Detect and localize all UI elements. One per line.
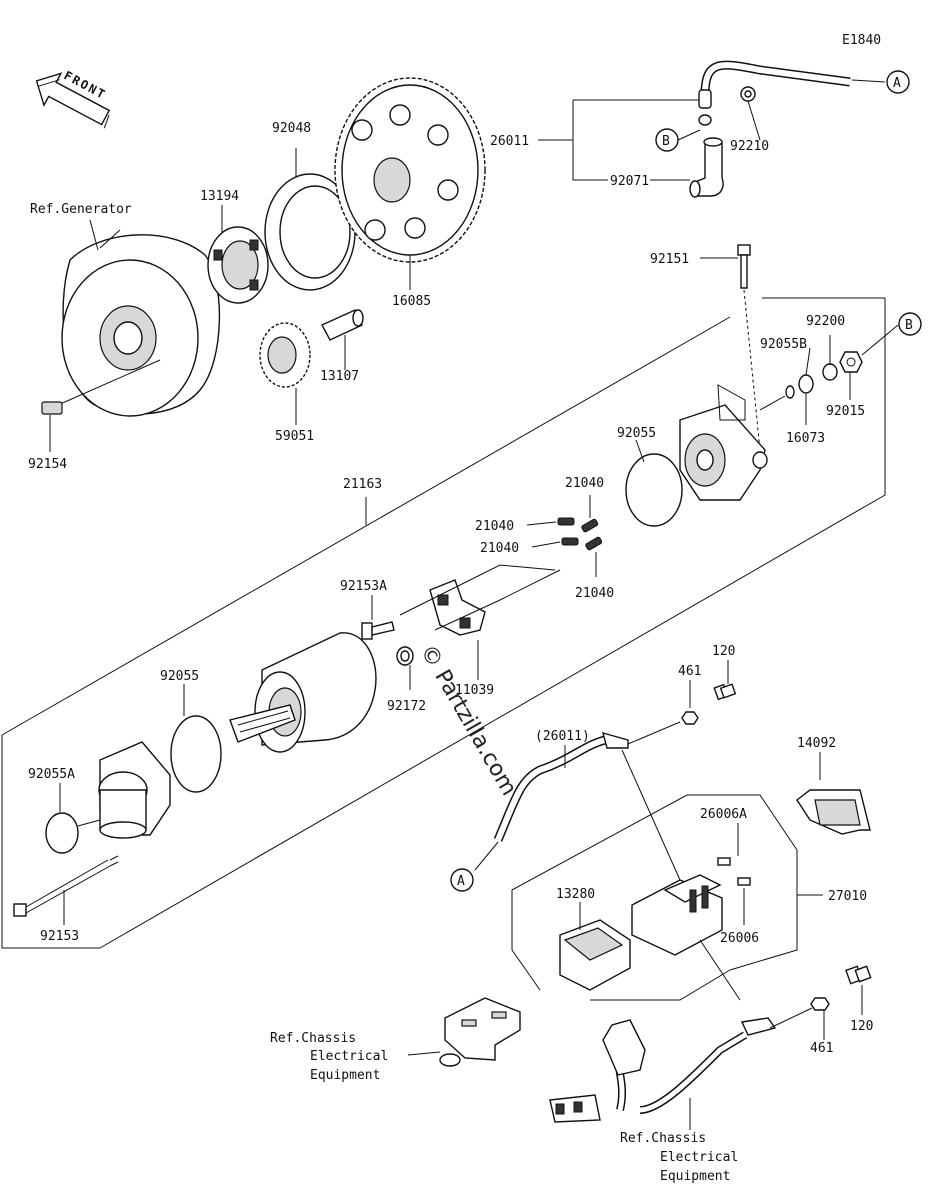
ref-chassis-left-line2: Electrical xyxy=(310,1049,388,1064)
bolt-92151 xyxy=(737,244,751,289)
part-label-13107: 13107 xyxy=(320,369,359,384)
svg-text:B: B xyxy=(662,134,670,149)
part-label-59051: 59051 xyxy=(275,429,314,444)
part-label-92055B: 92055B xyxy=(760,337,807,352)
part-label-ref-generator: Ref.Generator xyxy=(30,202,132,217)
fuse-26006 xyxy=(737,877,751,886)
bolt-92153a xyxy=(361,621,395,640)
watermark: © Partzilla.com xyxy=(415,641,522,801)
ref-chassis-bottom-line3: Equipment xyxy=(660,1169,730,1184)
mounting-bracket xyxy=(439,997,521,1067)
bolt-92153 xyxy=(13,855,119,917)
starter-cable-bottom xyxy=(474,721,681,871)
part-label-92055A: 92055A xyxy=(28,767,75,782)
starter-cable-top xyxy=(698,60,886,126)
part-label-92151: 92151 xyxy=(650,252,689,267)
relay-box-13280 xyxy=(559,919,631,991)
svg-text:B: B xyxy=(905,318,913,333)
part-label-13280: 13280 xyxy=(556,887,595,902)
part-label-92055-top: 92055 xyxy=(617,426,656,441)
part-label-16073: 16073 xyxy=(786,431,825,446)
connector-b-right: B xyxy=(898,312,922,336)
part-label-92071: 92071 xyxy=(610,174,649,189)
part-label-120-bottom: 120 xyxy=(850,1019,873,1034)
ref-chassis-left-line3: Equipment xyxy=(310,1068,380,1083)
part-label-92153A: 92153A xyxy=(340,579,387,594)
part-label-92210: 92210 xyxy=(730,139,769,154)
connector-a-bottom: A xyxy=(450,868,474,892)
starter-clutch xyxy=(207,226,269,304)
starter-driven-gear xyxy=(334,77,486,263)
boot-92071 xyxy=(689,137,724,198)
part-label-26006A: 26006A xyxy=(700,807,747,822)
starter-end-cover-rear xyxy=(679,404,768,501)
part-label-92055-left: 92055 xyxy=(160,669,199,684)
starter-yoke-armature xyxy=(229,632,377,753)
brush-holder xyxy=(429,579,486,636)
bolt-120-top xyxy=(713,683,737,701)
front-arrow-icon xyxy=(35,72,111,129)
o-ring-92055a xyxy=(45,812,79,854)
starter-assembly-boundary xyxy=(1,297,886,949)
starter-relay xyxy=(631,874,741,1001)
starter-end-cover-front xyxy=(98,741,171,839)
diagram-code: E1840 xyxy=(842,33,881,48)
part-label-26011: 26011 xyxy=(490,134,529,149)
part-label-14092: 14092 xyxy=(797,736,836,751)
part-label-27010: 27010 xyxy=(828,889,867,904)
svg-text:A: A xyxy=(457,874,465,889)
ref-chassis-bottom-line1: Ref.Chassis xyxy=(620,1131,706,1146)
part-label-461-bottom: 461 xyxy=(810,1041,833,1056)
ref-chassis-left-line1: Ref.Chassis xyxy=(270,1031,356,1046)
svg-text:A: A xyxy=(893,76,901,91)
nut-461-bottom xyxy=(810,997,830,1011)
part-label-92153: 92153 xyxy=(40,929,79,944)
part-label-11039: 11039 xyxy=(455,683,494,698)
brush-springs xyxy=(557,517,603,551)
part-label-92154: 92154 xyxy=(28,457,67,472)
ref-chassis-bottom-line2: Electrical xyxy=(660,1150,738,1165)
part-label-92048: 92048 xyxy=(272,121,311,136)
starter-clutch-housing xyxy=(264,173,356,291)
o-ring-92055-left xyxy=(170,715,222,793)
part-label-13194: 13194 xyxy=(200,189,239,204)
relay-assembly-boundary xyxy=(511,794,798,1001)
idler-gear xyxy=(259,322,311,388)
o-ring-92055-top xyxy=(625,453,683,527)
screw-92172 xyxy=(396,646,414,666)
part-label-26006: 26006 xyxy=(720,931,759,946)
part-label-21040-a: 21040 xyxy=(565,476,604,491)
fuse-26006a xyxy=(717,857,731,866)
connector-b-top: B xyxy=(655,128,679,152)
generator-rotor xyxy=(61,229,221,417)
shaft-13107 xyxy=(321,309,364,341)
part-label-120-top: 120 xyxy=(712,644,735,659)
part-label-21040-c: 21040 xyxy=(480,541,519,556)
part-label-21040-b: 21040 xyxy=(475,519,514,534)
relay-cover-14092 xyxy=(796,789,871,835)
relay-wire-harness xyxy=(549,1007,813,1123)
nut-461-top xyxy=(681,711,699,725)
connector-a-top: A xyxy=(886,70,910,94)
part-label-21040-d: 21040 xyxy=(575,586,614,601)
part-label-26011-paren: (26011) xyxy=(535,729,590,744)
bolt-120-bottom xyxy=(845,965,872,985)
part-label-16085: 16085 xyxy=(392,294,431,309)
part-label-92172: 92172 xyxy=(387,699,426,714)
part-label-92200: 92200 xyxy=(806,314,845,329)
part-label-21163: 21163 xyxy=(343,477,382,492)
part-label-461-top: 461 xyxy=(678,664,701,679)
part-label-92015: 92015 xyxy=(826,404,865,419)
